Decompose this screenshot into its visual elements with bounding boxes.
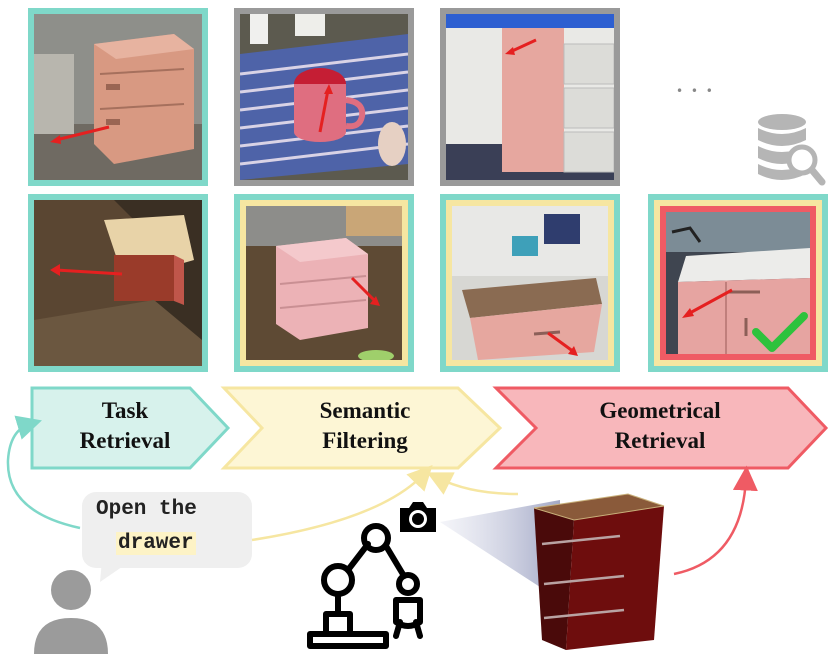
instruction-line-1: Open the (96, 498, 197, 521)
instruction-highlight: drawer (116, 532, 196, 555)
photo-red-mug (240, 14, 408, 180)
instruction-line-2: drawer (116, 532, 196, 555)
robot-arm-icon (307, 523, 423, 649)
database-search-icon (758, 114, 826, 186)
photo-wooden-drawer (34, 200, 202, 366)
retrieved-image-mug (234, 8, 414, 186)
instruction-bubble (82, 492, 252, 568)
retrieved-image-dishwasher (440, 8, 620, 186)
photo-kitchen-drawer (452, 206, 608, 360)
person-icon (34, 570, 108, 654)
photo-plastic-drawers (246, 206, 402, 360)
semantic-image-kitchen-drawer (440, 194, 620, 372)
geometric-image-selected-drawer (648, 194, 828, 372)
task-retrieved-image-drawer (28, 194, 208, 372)
bubble-tail (100, 560, 132, 582)
checkmark-icon (752, 312, 808, 352)
retrieved-image-cabinet (28, 8, 208, 186)
photo-selected-kitchen-drawer (666, 212, 810, 354)
more-examples-ellipsis: • • • (676, 84, 715, 98)
cabinet-3d-model (533, 493, 665, 650)
photo-dishwasher (446, 14, 614, 180)
semantic-image-plastic-drawers (234, 194, 414, 372)
photo-filing-cabinet (34, 14, 202, 180)
